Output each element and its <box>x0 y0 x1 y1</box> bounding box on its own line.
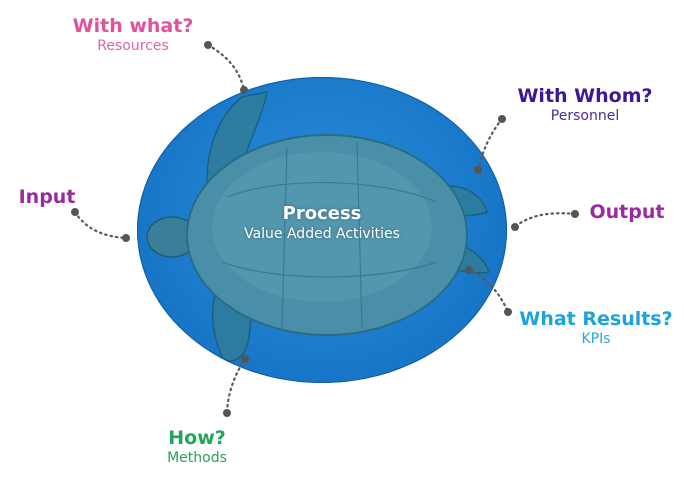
node-input: Input <box>14 187 80 208</box>
node-personnel: With Whom? Personnel <box>510 86 660 124</box>
dot-icon <box>465 266 473 274</box>
dot-icon <box>511 223 519 231</box>
dot-icon <box>504 308 512 316</box>
connector-input <box>73 210 128 240</box>
node-kpis-subtitle: KPIs <box>581 330 611 347</box>
connector-methods <box>225 357 247 415</box>
process-subtitle: Value Added Activities <box>244 226 400 242</box>
connector-personnel <box>476 117 504 172</box>
node-input-title: Input <box>18 186 76 208</box>
dot-icon <box>71 208 79 216</box>
dot-icon <box>122 234 130 242</box>
connector-resources <box>206 43 246 92</box>
node-personnel-title: With Whom? <box>517 85 653 107</box>
node-methods-subtitle: Methods <box>167 449 227 466</box>
dot-icon <box>240 86 248 94</box>
process-title: Process <box>282 203 362 224</box>
dot-icon <box>571 210 579 218</box>
dot-icon <box>474 166 482 174</box>
node-methods: How? Methods <box>152 428 242 466</box>
node-resources-subtitle: Resources <box>97 37 169 54</box>
turtle-illustration <box>146 91 491 362</box>
node-output: Output <box>584 202 670 223</box>
connector-kpis <box>467 268 510 314</box>
process-ellipse <box>137 77 507 383</box>
process-label: Process Value Added Activities <box>222 203 422 242</box>
node-personnel-subtitle: Personnel <box>550 107 620 124</box>
dot-icon <box>498 115 506 123</box>
dot-icon <box>223 409 231 417</box>
node-output-title: Output <box>589 201 665 223</box>
connector-output <box>513 212 577 229</box>
node-resources-title: With what? <box>72 15 194 37</box>
dot-icon <box>241 355 249 363</box>
node-resources: With what? Resources <box>68 16 198 54</box>
node-methods-title: How? <box>168 427 226 449</box>
node-kpis-title: What Results? <box>519 308 673 330</box>
node-kpis: What Results? KPIs <box>518 309 674 347</box>
dot-icon <box>204 41 212 49</box>
